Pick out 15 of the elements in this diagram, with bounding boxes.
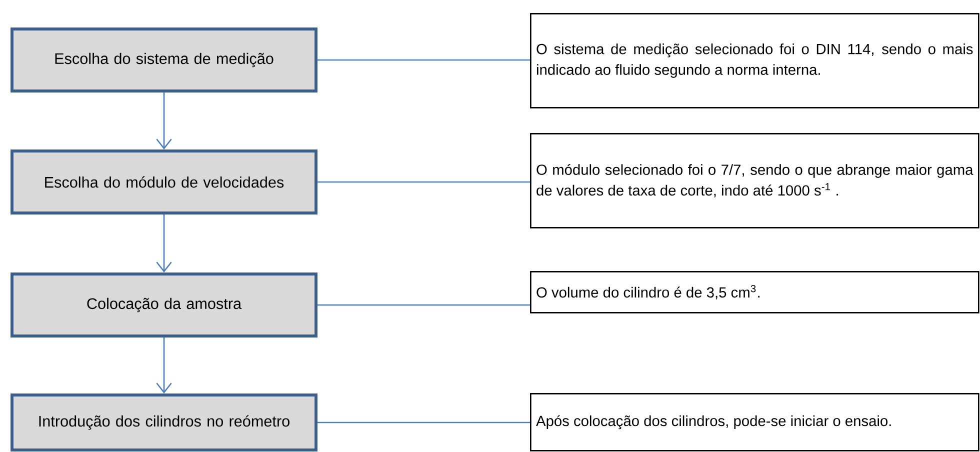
process-box: Escolha do módulo de velocidades: [10, 150, 318, 214]
note-box: Após colocação dos cilindros, pode-se iniciar o ensaio.: [530, 393, 980, 452]
connector-line: [156, 92, 172, 150]
connector-line: [156, 214, 172, 273]
process-box: Escolha do sistema de medição: [10, 28, 318, 92]
process-box: Introdução dos cilindros no reómetro: [10, 394, 318, 452]
connector-line: [317, 181, 530, 183]
connector-line: [317, 304, 530, 306]
note-box: O módulo selecionado foi o 7/7, sendo o que abrange maior gama de valores de taxa de corte, indo até 1000 s$^{-1}$ .: [530, 133, 980, 228]
process-box: Colocação da amostra: [10, 272, 318, 338]
connector-line: [317, 59, 530, 61]
note-box: O sistema de medição selecionado foi o DIN 114, sendo o mais indicado ao fluido segundo a norma interna.: [530, 13, 980, 108]
connector-line: [156, 337, 172, 394]
connector-line: [317, 422, 530, 424]
note-box: O volume do cilindro é de 3,5 cm$^{3}$.: [530, 271, 980, 314]
